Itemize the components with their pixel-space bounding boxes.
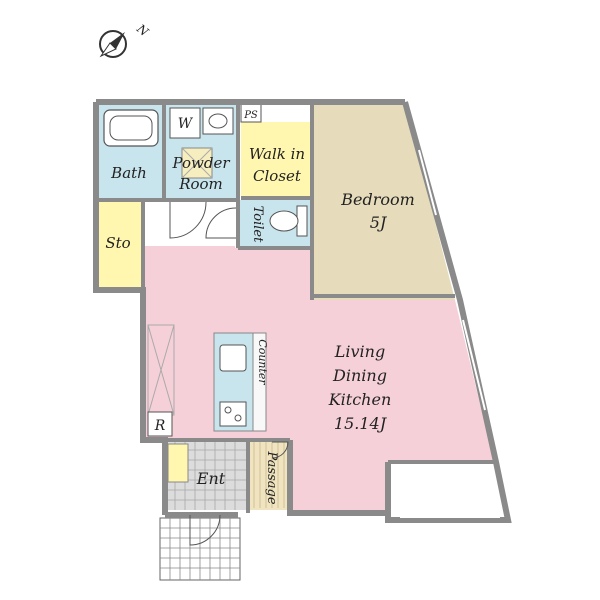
sink-icon — [202, 107, 234, 135]
bedroom-label: Bedroom — [340, 190, 415, 209]
interior-walls — [96, 102, 496, 513]
bathtub-icon — [103, 109, 159, 147]
outdoor-tile-grid — [160, 518, 240, 580]
windows — [400, 149, 500, 518]
refrigerator-box — [147, 411, 173, 437]
walk-in-closet-label-1: Walk in — [249, 145, 305, 163]
passage-floor — [248, 440, 290, 510]
powder-room-label-1: Powder — [171, 154, 230, 172]
toilet-icon — [269, 205, 308, 237]
counter-bar — [252, 332, 267, 432]
walk-in-closet-floor — [241, 122, 310, 197]
stove-icon — [219, 401, 247, 427]
bath-label: Bath — [110, 164, 147, 182]
passage-label: Passage — [264, 450, 279, 504]
entrance-label: Ent — [196, 469, 226, 488]
compass-label: N — [133, 21, 151, 39]
storage-label: Sto — [105, 234, 130, 252]
ldk-size-label: 15.14J — [334, 414, 388, 433]
balcony-floor — [388, 462, 508, 524]
compass-arrow-icon — [110, 32, 125, 49]
refrigerator-label: R — [154, 418, 166, 434]
compass-tail-icon — [99, 42, 117, 58]
counter-label: Counter — [256, 339, 269, 385]
ps-label: PS — [243, 110, 258, 121]
washer-box — [169, 107, 201, 139]
kitchen-sink-icon — [219, 344, 247, 372]
walk-in-closet-label-2: Closet — [253, 167, 302, 185]
door-swings — [169, 201, 289, 546]
washer-label: W — [178, 116, 194, 132]
shoe-cabinet — [167, 443, 189, 483]
ldk-label-2: Dining — [332, 366, 387, 385]
toilet-label: Toilet — [250, 206, 265, 243]
bedroom-floor — [312, 104, 455, 300]
ldk-label-3: Kitchen — [328, 390, 392, 409]
storage-floor — [98, 202, 143, 290]
walls — [93, 99, 512, 523]
bedroom-size-label: 5J — [370, 213, 388, 232]
ldk-label-1: Living — [334, 342, 385, 361]
powder-room-label-2: Room — [178, 175, 223, 193]
compass: N — [99, 21, 151, 58]
ldk-floor — [143, 246, 494, 510]
floor-hatch-icon — [181, 147, 213, 179]
